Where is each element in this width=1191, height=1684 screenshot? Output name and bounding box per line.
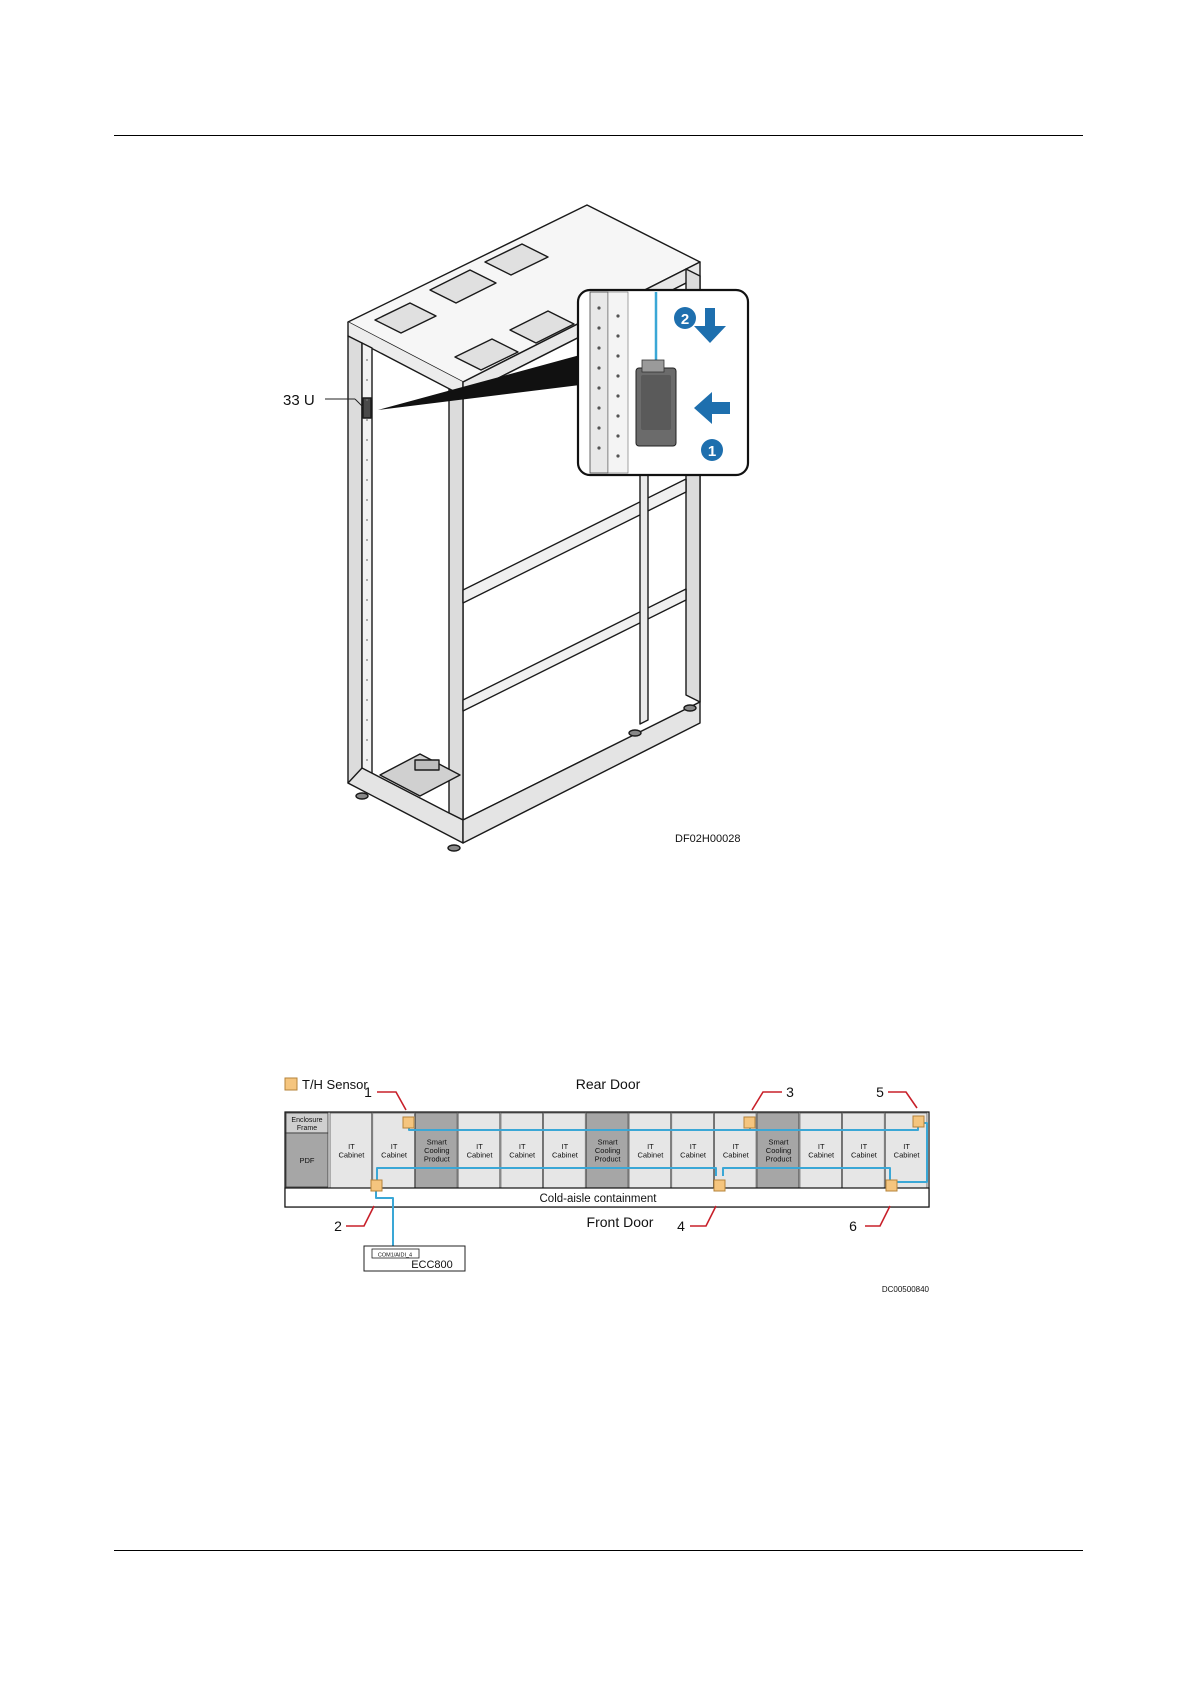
cabinet-label-line: Smart (427, 1138, 448, 1147)
cabinet-label-line: Cabinet (851, 1150, 878, 1159)
cabinet-label-line: Cabinet (894, 1150, 921, 1159)
cabinet-label-line: IT (690, 1142, 697, 1151)
sensor-layout-diagram: T/H Sensor Rear Door Enclosure Frame PDF… (284, 1076, 930, 1294)
cabinet-installation-figure: 33 U 2 1 DF02H00028 (283, 204, 750, 852)
enclosure-frame-line2: Frame (297, 1125, 317, 1132)
cooling-product-cell (585, 1112, 629, 1189)
position-label: 33 U (283, 392, 315, 409)
controller-label: ECC800 (411, 1259, 453, 1271)
it-cabinet-cell (457, 1112, 501, 1189)
sensor-6 (885, 1179, 898, 1192)
port-label: COM1/AIDI_4 (378, 1253, 412, 1259)
cabinet-label-line: IT (391, 1142, 398, 1151)
rear-door-label: Rear Door (576, 1076, 641, 1092)
it-cabinet-cell (842, 1112, 885, 1189)
cabinet-label-line: IT (476, 1142, 483, 1151)
cabinet-label-line: Cooling (766, 1146, 791, 1155)
legend-label: T/H Sensor (302, 1077, 368, 1092)
cabinet-label-line: Smart (768, 1138, 789, 1147)
cabinet-label-line: IT (818, 1142, 825, 1151)
pdf-cell (285, 1132, 329, 1188)
sensor-number-5: 5 (876, 1084, 884, 1100)
sensor-number-1: 1 (364, 1084, 372, 1100)
cabinet-label-line: Cabinet (381, 1150, 408, 1159)
cabinet-label-line: Cooling (595, 1146, 620, 1155)
cabinet-label-line: Product (424, 1155, 451, 1164)
header-rule (114, 135, 1083, 136)
cabinet-label-line: Cooling (424, 1146, 449, 1155)
pdf-label: PDF (300, 1156, 315, 1165)
arrow-left-icon (694, 392, 730, 424)
sensor-number-4: 4 (677, 1218, 685, 1234)
step-1-marker (701, 439, 723, 461)
cabinet-label-line: IT (903, 1142, 910, 1151)
cabinet-label-line: Cabinet (808, 1150, 835, 1159)
cold-aisle-strip (284, 1187, 930, 1208)
cabinet-label-line: IT (732, 1142, 739, 1151)
cabinet-label-line: IT (519, 1142, 526, 1151)
cooling-product-cell (414, 1112, 458, 1189)
cabinet-label-line: Product (766, 1155, 793, 1164)
sensor-number-3: 3 (786, 1084, 794, 1100)
step-2-number: 2 (681, 311, 689, 328)
sensor-on-post (362, 397, 372, 419)
footer-rule (114, 1550, 1083, 1551)
cabinet-label-line: Cabinet (552, 1150, 579, 1159)
cooling-product-cell (756, 1112, 800, 1189)
figure2-id: DC00500840 (882, 1285, 930, 1294)
it-cabinet-cell (500, 1112, 543, 1189)
figure1-id: DF02H00028 (675, 833, 740, 845)
cabinet-label-line: IT (861, 1142, 868, 1151)
sensor-number-2: 2 (334, 1218, 342, 1234)
sensor-5 (912, 1115, 925, 1128)
zoom-inset: 2 1 (576, 288, 750, 477)
cabinet-label-line: Product (595, 1155, 622, 1164)
cold-aisle-label: Cold-aisle containment (540, 1193, 658, 1205)
arrow-down-icon (694, 308, 726, 343)
cabinet-row: ITCabinetITCabinetSmartCoolingProductITC… (329, 1112, 928, 1189)
sensor-leaders (346, 1091, 918, 1227)
cabinet-label-line: Cabinet (509, 1150, 536, 1159)
cabinet-label-line: IT (647, 1142, 654, 1151)
step-1-number: 1 (708, 443, 716, 460)
cabinet-label-line: Cabinet (723, 1150, 750, 1159)
sensors (370, 1115, 925, 1192)
cabinet-label-line: Cabinet (637, 1150, 664, 1159)
cabinet-label-line: IT (348, 1142, 355, 1151)
cabinet-label-line: Cabinet (467, 1150, 494, 1159)
cabinet-label-line: Cabinet (338, 1150, 365, 1159)
cabinet-label-line: Cabinet (680, 1150, 707, 1159)
cabinet-label-line: IT (562, 1142, 569, 1151)
sensor-number-6: 6 (849, 1218, 857, 1234)
sensor-3 (743, 1116, 756, 1129)
perforation-dots (366, 359, 368, 761)
port-box (371, 1248, 420, 1259)
cabinet-label-line: Smart (598, 1138, 619, 1147)
it-cabinet-cell (671, 1112, 714, 1189)
enclosure-frame-line1: Enclosure (291, 1117, 322, 1124)
sensor-1 (402, 1116, 415, 1129)
front-door-label: Front Door (587, 1214, 654, 1230)
step-2-marker (674, 307, 696, 329)
zoom-callout-wedge (378, 355, 580, 410)
legend-sensor-swatch (284, 1077, 298, 1091)
sensor-2 (370, 1179, 383, 1192)
sensor-4 (713, 1179, 726, 1192)
